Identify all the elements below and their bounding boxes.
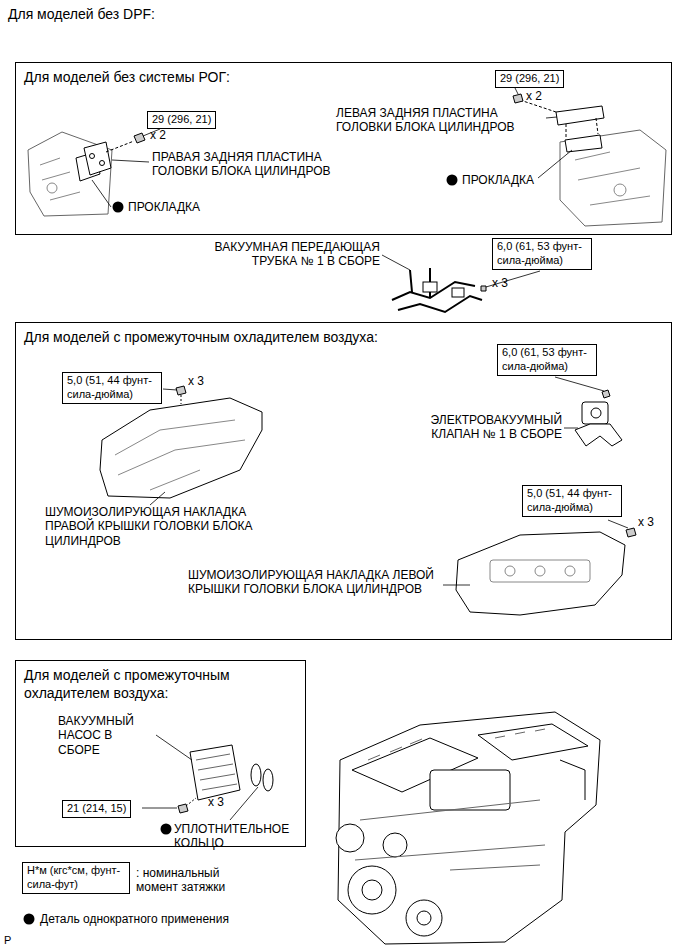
quantity: x 3 <box>638 515 654 529</box>
torque-spec-box: 29 (296, 21) <box>495 70 564 88</box>
part-name: ВАКУУМНАЯ ПЕРЕДАЮЩАЯ ТРУБКА № 1 В СБОРЕ <box>178 240 380 269</box>
part-name: ШУМОИЗОЛИРУЮЩАЯ НАКЛАДКА ПРАВОЙ КРЫШКИ Г… <box>45 505 297 548</box>
legend-text: Деталь однократного применения <box>40 912 229 926</box>
torque-value: 29 (296, 21) <box>152 113 211 127</box>
part-name: УПЛОТНИТЕЛЬНОЕ КОЛЬЦО <box>174 822 302 851</box>
torque-value: Н*м (кгс*см, фунт-сила-фут) <box>27 864 125 892</box>
part-name: ВАКУУМНЫЙ НАСОС В СБОРЕ <box>58 714 154 757</box>
torque-spec-box: 21 (214, 15) <box>62 800 131 818</box>
torque-value: 6,0 (61, 53 фунт-сила-дюйма) <box>502 346 592 374</box>
part-name: ЭЛЕКТРОВАКУУМНЫЙ КЛАПАН № 1 В СБОРЕ <box>416 413 562 442</box>
quantity: x 3 <box>208 795 224 809</box>
panel-heading: Для моделей с промежуточным охладителем … <box>24 667 297 702</box>
torque-spec-box: 6,0 (61, 53 фунт-сила-дюйма) <box>497 344 597 376</box>
part-name: ПРОКЛАДКА <box>462 173 534 187</box>
torque-spec-box: 5,0 (51, 44 фунт-сила-дюйма) <box>62 372 162 404</box>
torque-spec-box: 5,0 (51, 44 фунт-сила-дюйма) <box>522 485 622 517</box>
torque-value: 6,0 (61, 53 фунт-сила-дюйма) <box>497 240 587 268</box>
part-name: ПРОКЛАДКА <box>128 200 200 214</box>
quantity: x 3 <box>492 276 508 290</box>
page-mark: P <box>4 934 11 947</box>
quantity: x 3 <box>188 374 204 388</box>
torque-unit-box: Н*м (кгс*см, фунт-сила-фут) <box>22 862 130 894</box>
torque-spec-box: 29 (296, 21) <box>147 111 216 129</box>
quantity: x 2 <box>526 89 542 103</box>
condition-panel: Для моделей без системы РОГ:29 (296, 21)… <box>15 62 672 235</box>
torque-spec-box: 6,0 (61, 53 фунт-сила-дюйма) <box>492 238 592 270</box>
part-name: ЛЕВАЯ ЗАДНЯЯ ПЛАСТИНА ГОЛОВКИ БЛОКА ЦИЛИ… <box>336 106 544 135</box>
part-name: ШУМОИЗОЛИРУЮЩАЯ НАКЛАДКА ЛЕВОЙ КРЫШКИ ГО… <box>188 568 440 597</box>
torque-value: 21 (214, 15) <box>67 802 126 816</box>
torque-value: 29 (296, 21) <box>500 72 559 86</box>
torque-value: 5,0 (51, 44 фунт-сила-дюйма) <box>67 374 157 402</box>
torque-value: 5,0 (51, 44 фунт-сила-дюйма) <box>527 487 617 515</box>
part-name: ПРАВАЯ ЗАДНЯЯ ПЛАСТИНА ГОЛОВКИ БЛОКА ЦИЛ… <box>152 150 367 179</box>
quantity: x 2 <box>150 128 166 142</box>
panel-heading: Для моделей без системы РОГ: <box>24 69 663 87</box>
diagram-title: Для моделей без DPF: <box>8 6 155 23</box>
legend-text: : номинальный момент затяжки <box>136 866 248 895</box>
